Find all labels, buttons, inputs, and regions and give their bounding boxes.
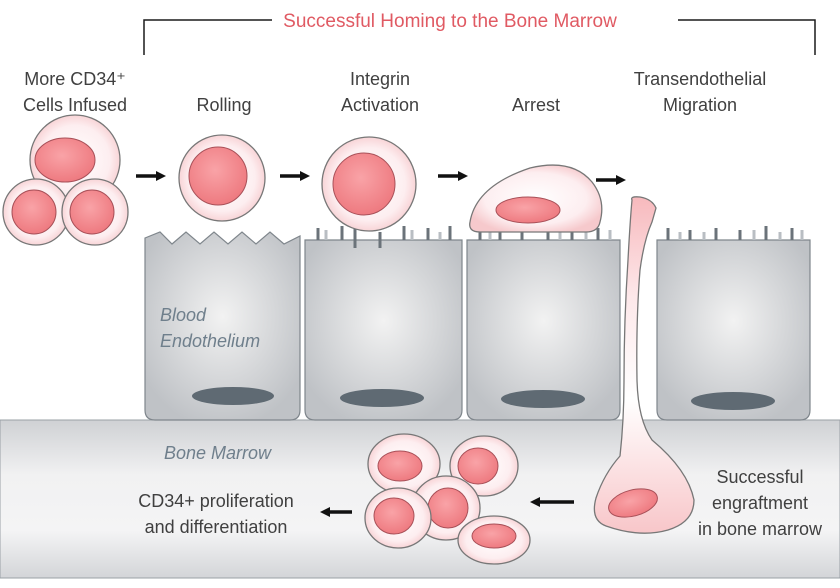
endothelial-cell-2	[304, 239, 463, 421]
engraftment-label: Successful engraftment in bone marrow	[680, 464, 840, 542]
step-migration-line1: Transendothelial	[633, 69, 767, 89]
step-integrin-line1: Integrin	[349, 69, 411, 89]
proliferation-line1: CD34+ proliferation	[138, 491, 294, 511]
step-label-integrin: Integrin Activation	[310, 66, 450, 118]
marrow-cell-4	[364, 487, 432, 549]
arrest-cell	[469, 164, 603, 233]
marrow-cell-5	[457, 515, 531, 565]
step-label-arrest: Arrest	[511, 95, 560, 115]
blood-line2: Endothelium	[160, 331, 261, 351]
flow-arrows	[136, 171, 626, 517]
proliferation-label: CD34+ proliferation and differentiation	[116, 488, 316, 540]
receptor-spikes	[316, 226, 804, 240]
infused-cell-3	[61, 178, 129, 246]
blood-endothelium-label: Blood Endothelium	[160, 302, 260, 354]
marrow-cell-cluster	[364, 433, 531, 565]
title-bracket-left	[143, 19, 272, 55]
endothelial-cell-1	[144, 231, 301, 421]
title-bracket-right	[678, 19, 816, 55]
step-migration-line2: Migration	[662, 95, 738, 115]
engraftment-line3: in bone marrow	[697, 519, 823, 539]
marrow-cell-1	[367, 433, 441, 495]
proliferation-line2: and differentiation	[144, 517, 288, 537]
engraftment-line1: Successful	[716, 467, 804, 487]
integrin-activation-cell	[321, 136, 417, 248]
migrating-cell	[593, 196, 695, 534]
step-integrin-line2: Activation	[340, 95, 420, 115]
step-label-rolling: Rolling	[196, 95, 252, 115]
marrow-cell-2	[449, 435, 519, 497]
diagram-title: Successful Homing to the Bone Marrow	[283, 11, 617, 32]
infused-cell-2	[2, 178, 70, 246]
rolling-cell	[178, 134, 266, 222]
endothelial-cell-4	[656, 239, 811, 421]
step-infused-line2: Cells Infused	[22, 95, 128, 115]
bone-marrow-label: Bone Marrow	[164, 443, 272, 463]
step-label-infused: More CD34⁺ Cells Infused	[0, 66, 150, 118]
endothelial-cell-3	[466, 239, 621, 421]
step-infused-line1: More CD34⁺	[24, 69, 126, 89]
step-label-migration: Transendothelial Migration	[612, 66, 788, 118]
engraftment-line2: engraftment	[711, 493, 809, 513]
blood-line1: Blood	[160, 305, 207, 325]
